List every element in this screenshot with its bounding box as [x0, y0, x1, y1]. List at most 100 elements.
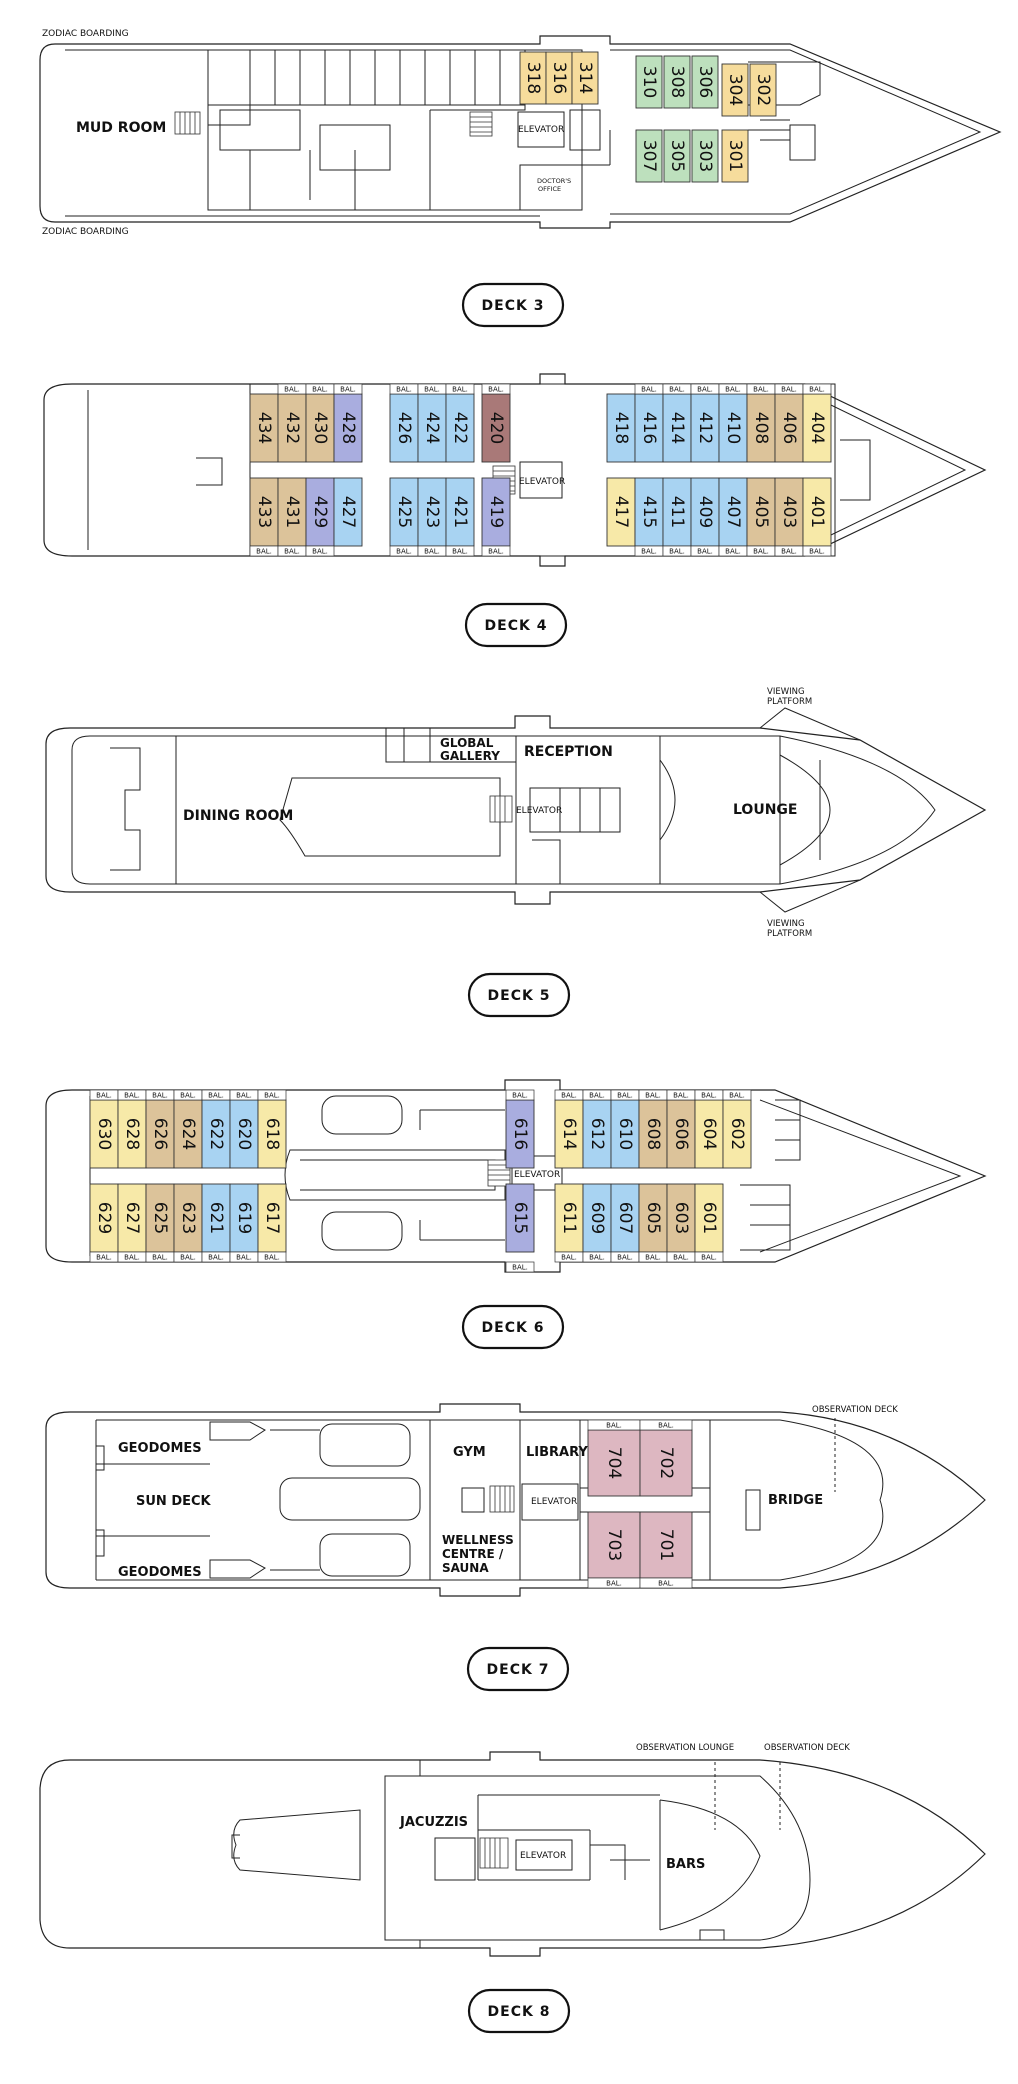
cabin-419 [481, 477, 511, 547]
cabin-number-419: 419 [486, 496, 506, 528]
deck-6-pill [461, 1304, 565, 1350]
cabin-number-316: 316 [549, 62, 569, 94]
cabin-number-430: 430 [310, 412, 330, 444]
deck-8-bars: BARS [666, 1857, 705, 1872]
cabin-number-422: 422 [450, 412, 470, 444]
balcony-label: BAL. [452, 548, 468, 556]
deck-4-elevator-box [519, 461, 563, 499]
cabin-number-425: 425 [394, 496, 414, 528]
balcony-label: BAL. [512, 1264, 528, 1272]
cabin-306 [691, 55, 719, 109]
cabin-626 [145, 1099, 175, 1169]
cabin-number-406: 406 [779, 412, 799, 444]
cabin-number-616: 616 [510, 1118, 530, 1150]
deck-3-zodiac-boarding-top: ZODIAC BOARDING [42, 29, 129, 39]
cabin-420 [481, 393, 511, 463]
cabin-number-405: 405 [751, 496, 771, 528]
deck-7-wellness-1: WELLNESS [442, 1533, 514, 1547]
cabin-408 [746, 393, 776, 463]
deck-7-sun-deck: SUN DECK [136, 1494, 212, 1509]
balcony-label: BAL. [264, 1254, 280, 1262]
cabin-number-704: 704 [604, 1447, 624, 1479]
cabin-615 [505, 1183, 535, 1253]
deck-6-label: DECK 6 [482, 1320, 545, 1336]
cabin-407 [718, 477, 748, 547]
cabin-426 [389, 393, 419, 463]
deck-3-pill [461, 282, 565, 328]
deck-5-viewing-platform-top [759, 707, 861, 741]
cabin-627 [117, 1183, 147, 1253]
deck-7-wellness-2: CENTRE / [442, 1547, 504, 1561]
cabin-number-404: 404 [807, 412, 827, 444]
deck-8-hull [39, 1751, 986, 1957]
deck-3-doctors-office [519, 164, 583, 211]
cabin-401 [802, 477, 832, 547]
balcony-label: BAL. [424, 548, 440, 556]
balcony-label: BAL. [452, 386, 468, 394]
deck-4-label: DECK 4 [485, 618, 548, 634]
cabin-415 [634, 477, 664, 547]
cabin-number-628: 628 [122, 1118, 142, 1150]
balcony-label: BAL. [641, 386, 657, 394]
deck-8-superstructure [384, 1760, 811, 1948]
cabin-410 [718, 393, 748, 463]
cabin-606 [666, 1099, 696, 1169]
cabin-621 [201, 1183, 231, 1253]
cabin-number-403: 403 [779, 496, 799, 528]
cabin-434 [249, 393, 279, 463]
cabin-number-626: 626 [150, 1118, 170, 1150]
deck-5-pill [467, 972, 571, 1018]
balcony [802, 383, 832, 395]
balcony-label: BAL. [781, 386, 797, 394]
cabin-number-619: 619 [234, 1202, 254, 1234]
cabin-304 [721, 63, 749, 117]
cabin-417 [606, 477, 636, 547]
balcony-label: BAL. [284, 386, 300, 394]
cabin-308 [663, 55, 691, 109]
cabin-607 [610, 1183, 640, 1253]
balcony [505, 1089, 535, 1101]
deck-5-viewing-top-1: VIEWING [767, 687, 805, 697]
cabin-number-427: 427 [338, 496, 358, 528]
balcony-label: BAL. [589, 1254, 605, 1262]
cabin-406 [774, 393, 804, 463]
deck-7-bridge: BRIDGE [768, 1493, 823, 1508]
cabin-number-409: 409 [695, 496, 715, 528]
deck-3-mud-room: MUD ROOM [76, 120, 166, 136]
deck-7-stairs [489, 1485, 515, 1513]
cabin-number-302: 302 [753, 74, 773, 106]
cabin-701 [639, 1511, 693, 1579]
cabin-number-630: 630 [94, 1118, 114, 1150]
cabin-622 [201, 1099, 231, 1169]
deck-7-pool-bottom [319, 1533, 411, 1577]
cabin-316 [545, 51, 573, 105]
cabin-318 [519, 51, 547, 105]
deck-8-pill [467, 1988, 571, 2034]
cabin-301 [721, 129, 749, 183]
balcony-label: BAL. [424, 386, 440, 394]
balcony-label: BAL. [617, 1254, 633, 1262]
cabin-number-303: 303 [695, 140, 715, 172]
deck-7-gym-block [461, 1487, 485, 1513]
cabin-number-624: 624 [178, 1118, 198, 1150]
deck-3-superstructure [207, 49, 583, 211]
cabin-number-605: 605 [643, 1202, 663, 1234]
deck-6-hot-tub-top [321, 1095, 403, 1135]
balcony-label: BAL. [753, 548, 769, 556]
balcony [481, 545, 511, 557]
cabin-number-426: 426 [394, 412, 414, 444]
cabin-number-432: 432 [282, 412, 302, 444]
cabin-number-421: 421 [450, 496, 470, 528]
deck-7-geodomes-bottom: GEODOMES [118, 1565, 202, 1580]
balcony-label: BAL. [284, 548, 300, 556]
cabin-616 [505, 1099, 535, 1169]
cabin-number-423: 423 [422, 496, 442, 528]
cabin-number-308: 308 [667, 66, 687, 98]
balcony-label: BAL. [641, 548, 657, 556]
deck-8-elevator-box [515, 1839, 573, 1871]
deck-5-stairs [489, 795, 513, 823]
balcony-label: BAL. [256, 548, 272, 556]
